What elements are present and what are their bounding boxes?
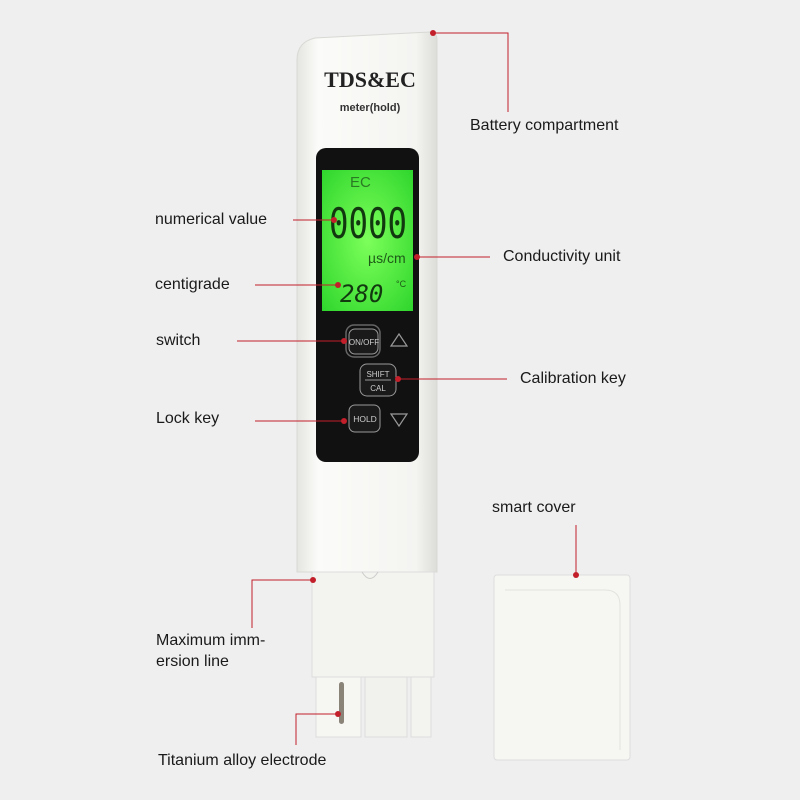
svg-text:CAL: CAL — [370, 384, 386, 393]
label-cover: smart cover — [492, 499, 576, 516]
lcd-temperature: 280 — [340, 280, 383, 308]
smart-cover[interactable] — [493, 574, 631, 761]
shift-cal-button[interactable]: SHIFT CAL — [359, 363, 397, 397]
label-battery: Battery compartment — [470, 117, 619, 134]
svg-text:SHIFT: SHIFT — [366, 370, 389, 379]
callout-lines — [237, 32, 577, 745]
label-calibration: Calibration key — [520, 370, 626, 387]
triangle-down-icon[interactable] — [389, 413, 409, 428]
lcd-temp-unit: °C — [396, 279, 407, 289]
svg-text:HOLD: HOLD — [353, 414, 377, 424]
lcd-unit: µs/cm — [368, 250, 406, 266]
probe — [311, 571, 435, 738]
brand-subtitle: meter(hold) — [340, 102, 401, 114]
brand-title: TDS&EC — [324, 67, 416, 92]
label-immersion-2: ersion line — [156, 653, 229, 670]
triangle-up-icon[interactable] — [389, 332, 409, 347]
callout-dots — [310, 30, 579, 717]
label-numerical: numerical value — [155, 211, 268, 228]
lcd-mode: EC — [350, 174, 371, 191]
lcd-value: 0000 — [329, 199, 407, 248]
label-electrode: Titanium alloy electrode — [158, 752, 327, 769]
label-lock: Lock key — [156, 410, 220, 427]
svg-text:ON/OFF: ON/OFF — [349, 338, 379, 347]
label-immersion-1: Maximum imm- — [156, 632, 266, 649]
label-centigrade: centigrade — [155, 276, 230, 293]
hold-button[interactable]: HOLD — [348, 404, 381, 433]
label-switch: switch — [156, 332, 201, 349]
label-conductivity: Conductivity unit — [503, 248, 621, 265]
titanium-electrode — [339, 682, 344, 724]
power-button[interactable]: ON/OFF — [348, 328, 379, 355]
